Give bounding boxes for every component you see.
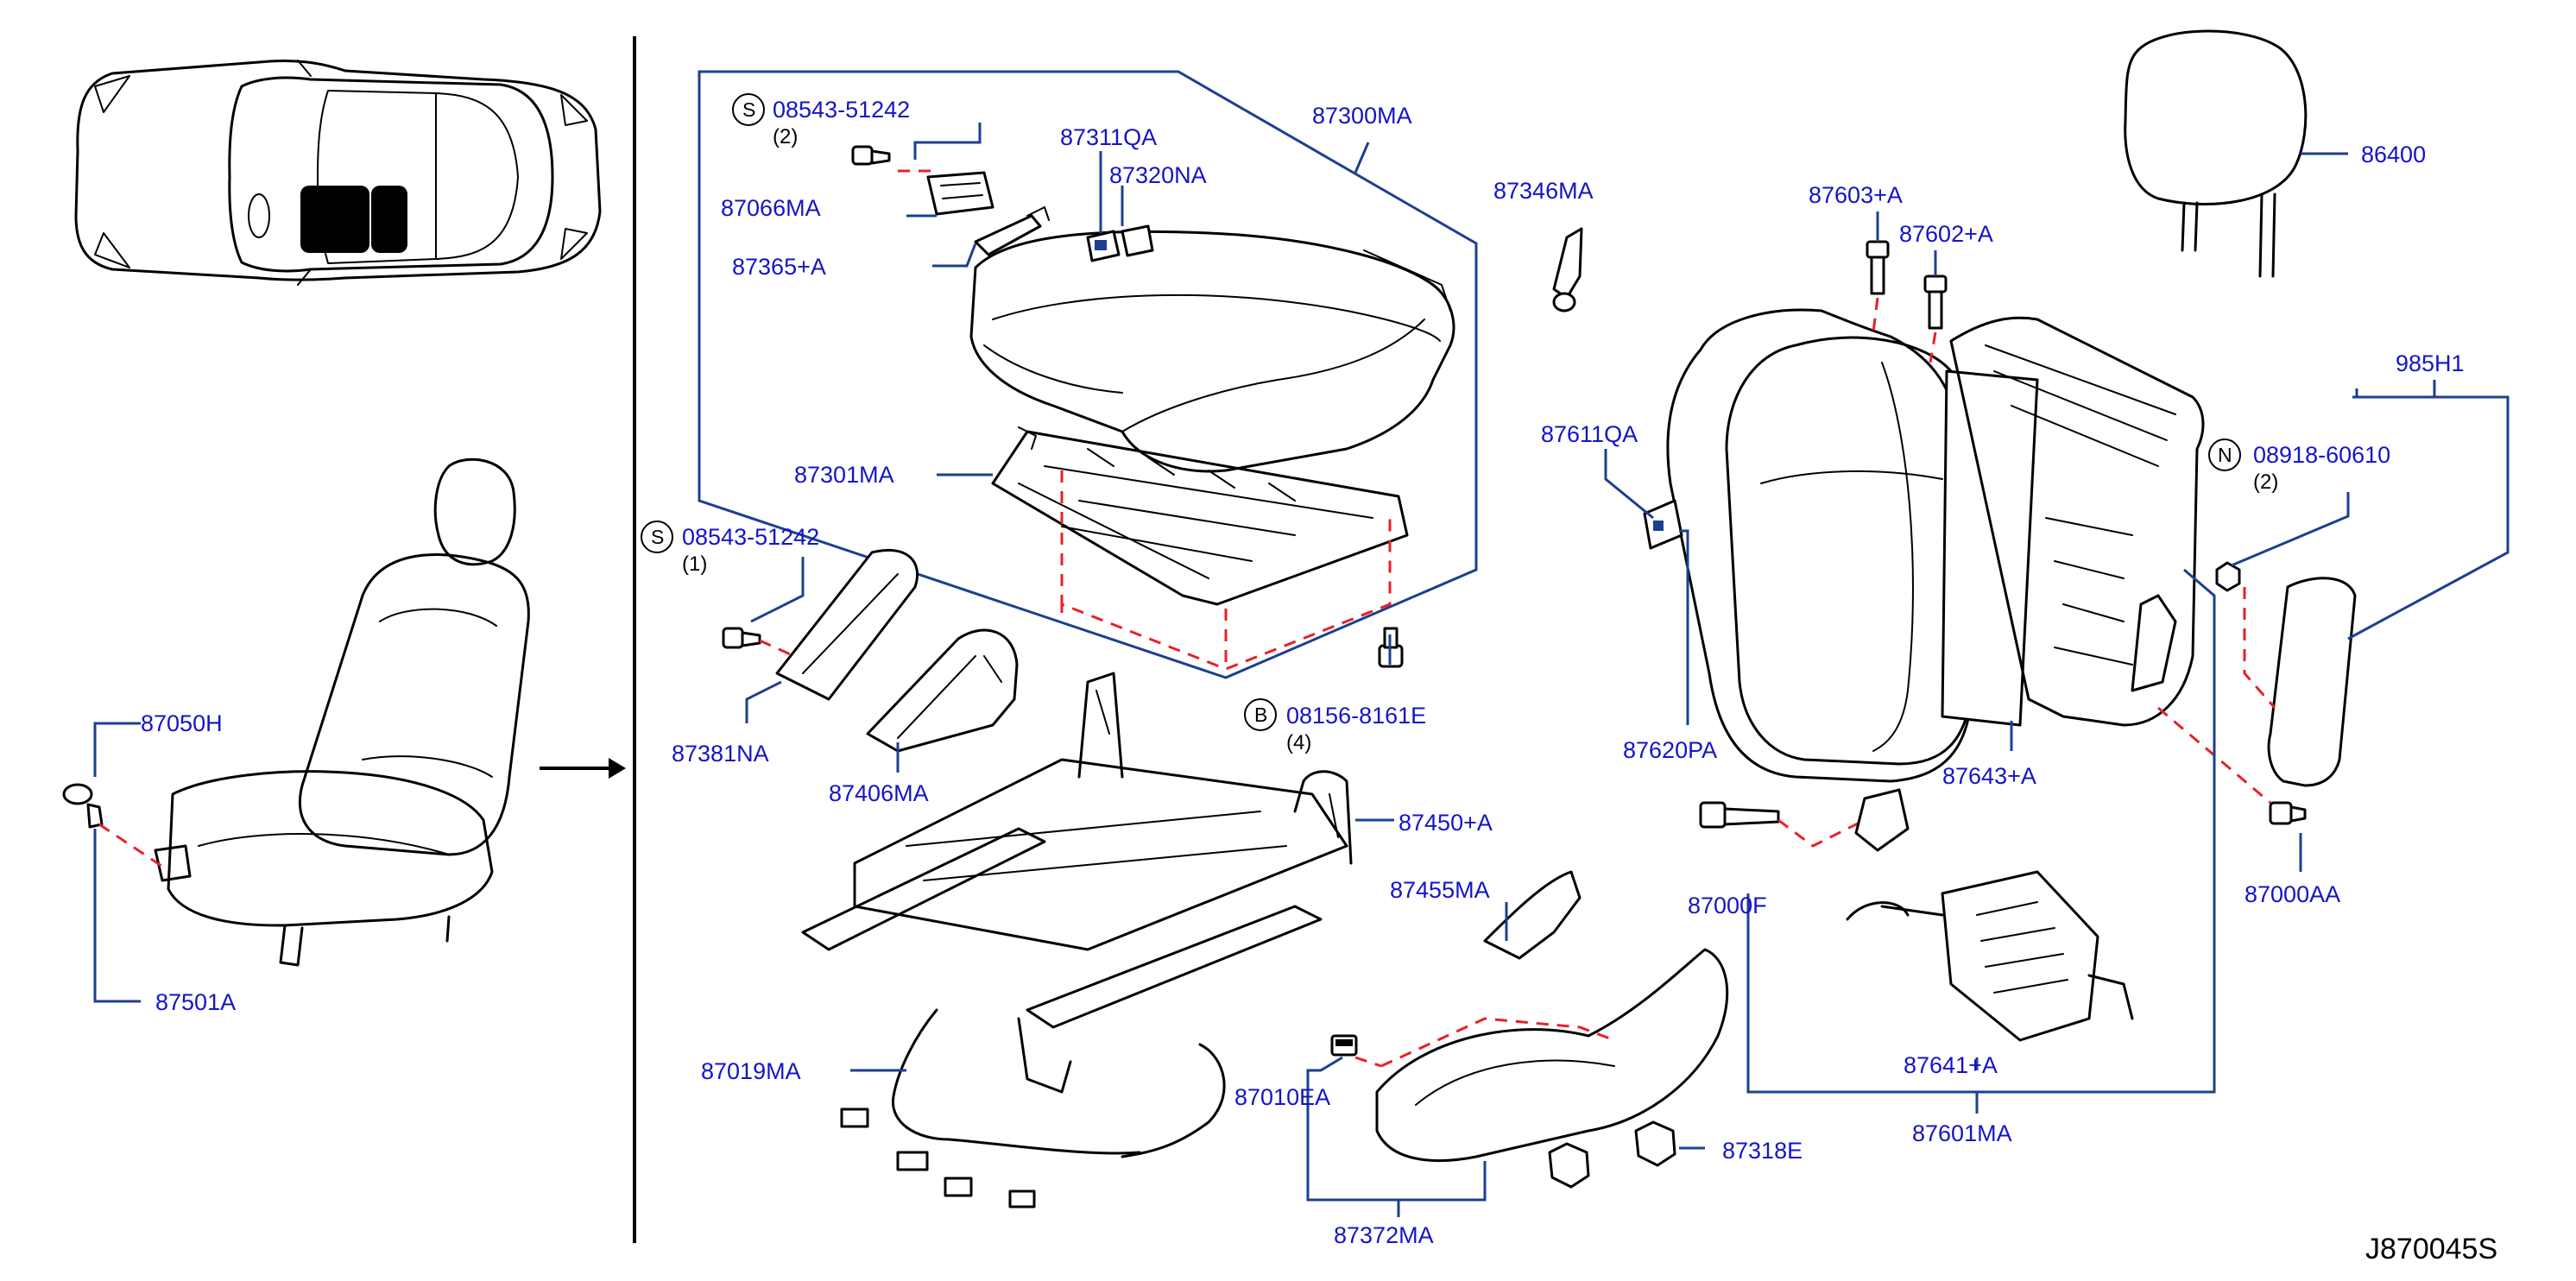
label-87300MA[interactable]: 87300MA bbox=[1312, 103, 1412, 129]
label-87602A[interactable]: 87602+A bbox=[1899, 221, 1993, 247]
label-87000F[interactable]: 87000F bbox=[1688, 893, 1767, 918]
bolt-08543-icon bbox=[722, 627, 761, 649]
label-87050H[interactable]: 87050H bbox=[141, 710, 223, 736]
wire-harness-illustration bbox=[840, 1008, 1226, 1208]
label-87601MA[interactable]: 87601MA bbox=[1912, 1120, 2012, 1146]
label-87010EA[interactable]: 87010EA bbox=[1234, 1084, 1330, 1110]
fastener-symbol-letter: N bbox=[2218, 444, 2232, 466]
label-08918-60610[interactable]: 08918-60610 bbox=[2253, 442, 2390, 468]
bolt-87000AA-icon bbox=[2269, 801, 2307, 825]
qty-08543-51242-mid: (1) bbox=[682, 552, 707, 576]
label-87320NA[interactable]: 87320NA bbox=[1109, 162, 1207, 188]
label-08543-51242-mid[interactable]: 08543-51242 bbox=[682, 524, 819, 550]
lever-87346MA-illustration bbox=[1552, 227, 1583, 312]
seat-slide-rail-illustration bbox=[801, 672, 1353, 1094]
nut-08918-icon bbox=[2215, 561, 2241, 592]
backrest-pad-illustration bbox=[1666, 308, 1974, 783]
recliner-part-illustration bbox=[1854, 788, 1910, 852]
label-87301MA[interactable]: 87301MA bbox=[794, 462, 894, 488]
label-87643A[interactable]: 87643+A bbox=[1942, 763, 2036, 789]
bushing-87603A-icon bbox=[1866, 240, 1890, 295]
car-top-view-illustration bbox=[74, 59, 602, 286]
fastener-symbol-s bbox=[732, 93, 765, 126]
seat-cushion-pad-illustration bbox=[969, 230, 1455, 473]
label-87365A[interactable]: 87365+A bbox=[732, 254, 826, 280]
label-87641A[interactable]: 87641+A bbox=[1904, 1052, 1998, 1078]
label-87450A[interactable]: 87450+A bbox=[1398, 810, 1493, 836]
fastener-symbol-b bbox=[1244, 698, 1277, 731]
label-87346MA[interactable]: 87346MA bbox=[1493, 178, 1594, 204]
finisher-87381NA-illustration bbox=[775, 548, 919, 701]
lumbar-support-87641A-illustration bbox=[1846, 870, 2134, 1042]
cushion-pan-illustration bbox=[991, 426, 1409, 606]
diagram-code: J870045S bbox=[2365, 1233, 2497, 1265]
fastener-symbol-n bbox=[2208, 439, 2241, 471]
label-985H1[interactable]: 985H1 bbox=[2396, 350, 2465, 376]
label-87611QA[interactable]: 87611QA bbox=[1541, 421, 1638, 447]
label-87381NA[interactable]: 87381NA bbox=[672, 741, 769, 767]
knob-87318E-icon bbox=[1548, 1120, 1676, 1189]
trim-87455MA-illustration bbox=[1483, 870, 1582, 960]
label-87000AA[interactable]: 87000AA bbox=[2245, 881, 2340, 907]
qty-08156-8161E: (4) bbox=[1286, 731, 1311, 754]
label-87620PA[interactable]: 87620PA bbox=[1623, 737, 1717, 763]
fastener-symbol-s bbox=[641, 521, 673, 553]
label-87318E[interactable]: 87318E bbox=[1722, 1138, 1803, 1164]
headrest-86400-illustration bbox=[2124, 29, 2308, 278]
qty-08543-51242-top: (2) bbox=[773, 125, 798, 148]
clip-87010EA-icon bbox=[1330, 1034, 1358, 1057]
qty-08918-60610: (2) bbox=[2253, 470, 2278, 494]
fastener-symbol-letter: S bbox=[651, 526, 664, 548]
cover-87372MA-illustration bbox=[1375, 948, 1729, 1162]
label-87372MA[interactable]: 87372MA bbox=[1334, 1222, 1434, 1248]
label-87311QA[interactable]: 87311QA bbox=[1060, 124, 1157, 150]
label-87406MA[interactable]: 87406MA bbox=[829, 780, 929, 806]
cover-87406MA-illustration bbox=[866, 628, 1019, 753]
label-87455MA[interactable]: 87455MA bbox=[1390, 877, 1490, 903]
label-87066MA[interactable]: 87066MA bbox=[721, 195, 821, 221]
label-86400[interactable]: 86400 bbox=[2361, 142, 2426, 167]
clip-87611QA-icon bbox=[1643, 499, 1683, 550]
fastener-symbol-letter: S bbox=[742, 98, 755, 121]
clip-87066MA-illustration bbox=[926, 171, 994, 216]
fastener-symbol-letter: B bbox=[1254, 704, 1267, 726]
lever-87365A-illustration bbox=[974, 206, 1050, 256]
label-87603A[interactable]: 87603+A bbox=[1809, 182, 1903, 208]
bolt-87000F-icon bbox=[1699, 801, 1780, 829]
clip-87311QA-illustration bbox=[1086, 230, 1121, 262]
bolt-icon bbox=[851, 145, 891, 166]
seat-assembly-illustration bbox=[62, 458, 530, 967]
label-08156-8161E[interactable]: 08156-8161E bbox=[1286, 703, 1426, 729]
side-cover-985H1-illustration bbox=[2267, 577, 2357, 787]
arrow-right-icon bbox=[540, 758, 626, 779]
bushing-87602A-icon bbox=[1923, 274, 1948, 330]
label-08543-51242-top[interactable]: 08543-51242 bbox=[773, 97, 910, 123]
label-87501A[interactable]: 87501A bbox=[155, 989, 236, 1015]
backrest-frame-illustration bbox=[1949, 316, 2205, 727]
bracket-87320NA-illustration bbox=[1121, 224, 1154, 257]
label-87019MA[interactable]: 87019MA bbox=[701, 1058, 801, 1084]
